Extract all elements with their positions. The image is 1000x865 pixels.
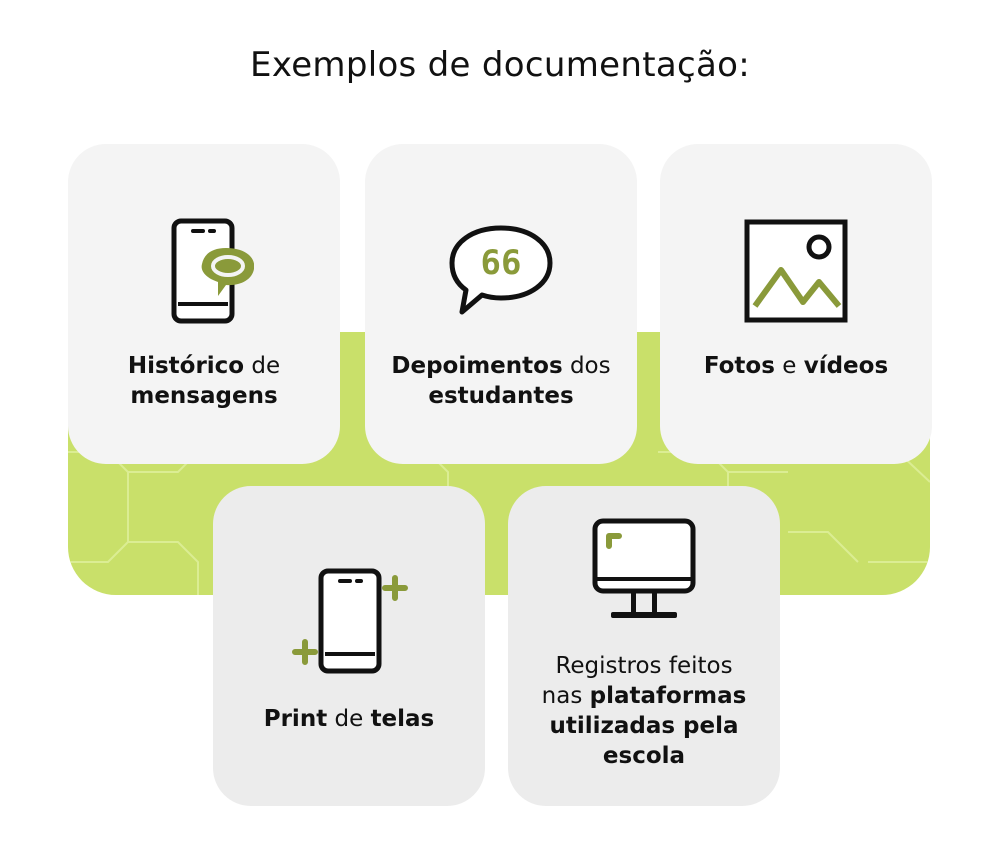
card-caption: Histórico de mensagens: [127, 353, 281, 409]
phone-screenshot-icon: [292, 568, 408, 674]
svg-text:66: 66: [481, 243, 522, 283]
card-screen-prints: Print de telas: [213, 486, 485, 806]
card-caption: Registros feitos nas plataformas utiliza…: [541, 653, 747, 769]
card-caption: Depoimentos dos estudantes: [391, 353, 611, 409]
card-platform-records: Registros feitos nas plataformas utiliza…: [508, 486, 780, 806]
card-caption: Fotos e vídeos: [703, 353, 889, 379]
page-title: Exemplos de documentação:: [250, 45, 750, 85]
image-icon: [744, 219, 848, 323]
card-message-history: Histórico de mensagens: [68, 144, 340, 464]
monitor-icon: [592, 518, 696, 618]
quote-bubble-icon: 66: [449, 225, 553, 315]
phone-chat-icon: [171, 218, 254, 324]
card-photos-videos: Fotos e vídeos: [660, 144, 932, 464]
card-student-testimonials: 66 Depoimentos dos estudantes: [365, 144, 637, 464]
card-caption: Print de telas: [263, 706, 435, 732]
